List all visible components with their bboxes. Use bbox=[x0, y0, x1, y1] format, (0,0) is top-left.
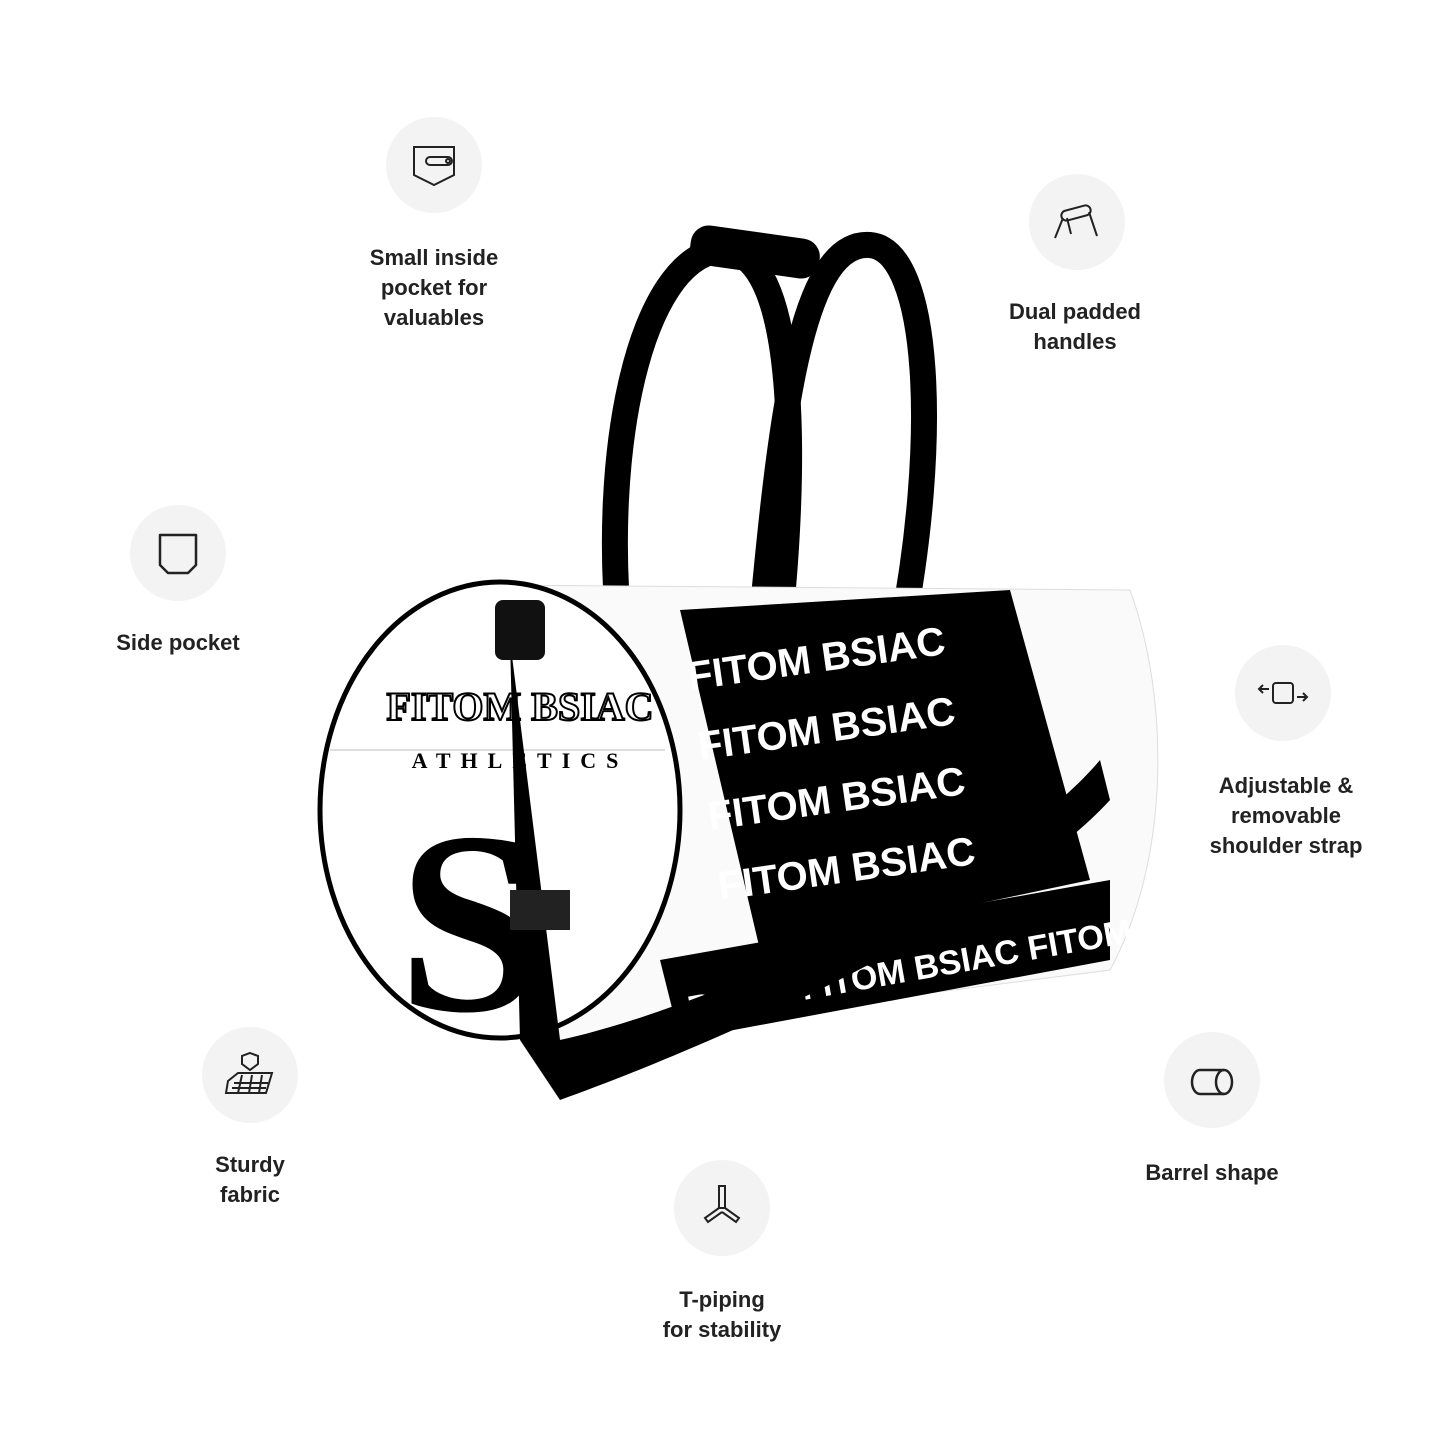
feature-label-line: Barrel shape bbox=[1145, 1160, 1279, 1185]
feature-label-line: Side pocket bbox=[116, 630, 240, 655]
svg-text:FITOM BSIAC: FITOM BSIAC bbox=[695, 689, 958, 769]
barrel-icon bbox=[1164, 1032, 1260, 1128]
feature-label-line: valuables bbox=[383, 305, 485, 330]
sturdy-fabric-icon bbox=[202, 1027, 298, 1123]
feature-label: T-piping for stability bbox=[572, 1285, 872, 1345]
adjustable-strap-icon bbox=[1235, 645, 1331, 741]
feature-label-line: for stability bbox=[662, 1317, 782, 1342]
feature-label-line: Dual padded bbox=[1008, 299, 1141, 324]
zipper-pocket-icon bbox=[386, 117, 482, 213]
side-pocket-icon bbox=[130, 505, 226, 601]
feature-label-line: Adjustable & bbox=[1218, 773, 1354, 798]
feature-label: Side pocket bbox=[28, 628, 328, 658]
feature-label-line: Sturdy bbox=[215, 1152, 285, 1177]
feature-label: Dual padded handles bbox=[925, 297, 1225, 357]
feature-label: Adjustable & removable shoulder strap bbox=[1136, 771, 1436, 861]
feature-label-line: T-piping bbox=[679, 1287, 765, 1312]
feature-label-line: fabric bbox=[220, 1182, 280, 1207]
feature-label: Small inside pocket for valuables bbox=[284, 243, 584, 333]
feature-label: Barrel shape bbox=[1062, 1158, 1362, 1188]
feature-label-line: removable bbox=[1230, 803, 1342, 828]
feature-label-line: Small inside bbox=[369, 245, 499, 270]
t-piping-icon bbox=[674, 1160, 770, 1256]
feature-label-line: shoulder strap bbox=[1209, 833, 1363, 858]
feature-label-line: pocket for bbox=[380, 275, 488, 300]
pattern-band: FITOM BSIAC FITOM BSIAC FITOM BSIAC FITO… bbox=[660, 590, 1135, 1040]
feature-label: Sturdy fabric bbox=[100, 1150, 400, 1210]
padded-handle-icon bbox=[1029, 174, 1125, 270]
feature-label-line: handles bbox=[1033, 329, 1117, 354]
